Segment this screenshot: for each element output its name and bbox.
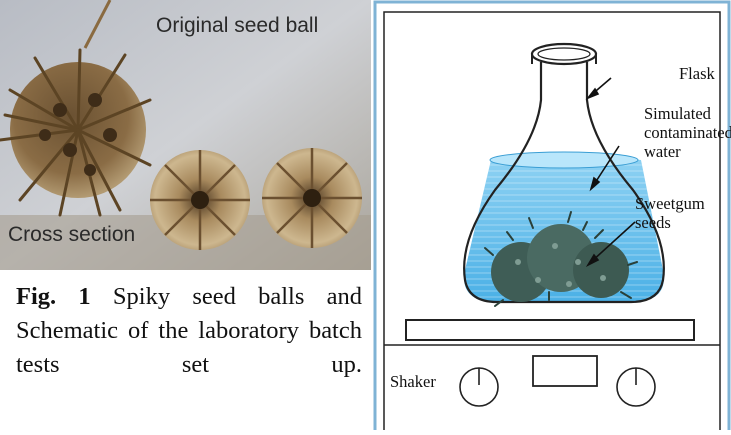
label-simulated-contaminated-water: Simulated contaminated water (644, 104, 731, 161)
label-cross-section: Cross section (8, 223, 135, 247)
shaker-knob-left (460, 368, 498, 406)
figure-caption: Fig. 1 Spiky seed balls and Schematic of… (16, 280, 362, 430)
water-surface (490, 152, 638, 168)
batch-test-schematic: Flask Simulated contaminated water Sweet… (373, 0, 731, 430)
figure-number: Fig. 1 (16, 283, 91, 310)
shaker-knob-right (617, 368, 655, 406)
label-shaker: Shaker (390, 372, 436, 391)
flask-mouth (532, 44, 596, 64)
cross-section-seed-ball-1 (150, 150, 250, 250)
seed-ball-photo: Original seed ball Cross section (0, 0, 371, 270)
shaker-display (533, 356, 597, 386)
label-original-seed-ball: Original seed ball (156, 14, 318, 38)
label-flask: Flask (679, 64, 715, 83)
label-sweetgum-seeds: Sweetgum seeds (635, 194, 705, 232)
cross-section-seed-ball-2 (262, 148, 362, 248)
